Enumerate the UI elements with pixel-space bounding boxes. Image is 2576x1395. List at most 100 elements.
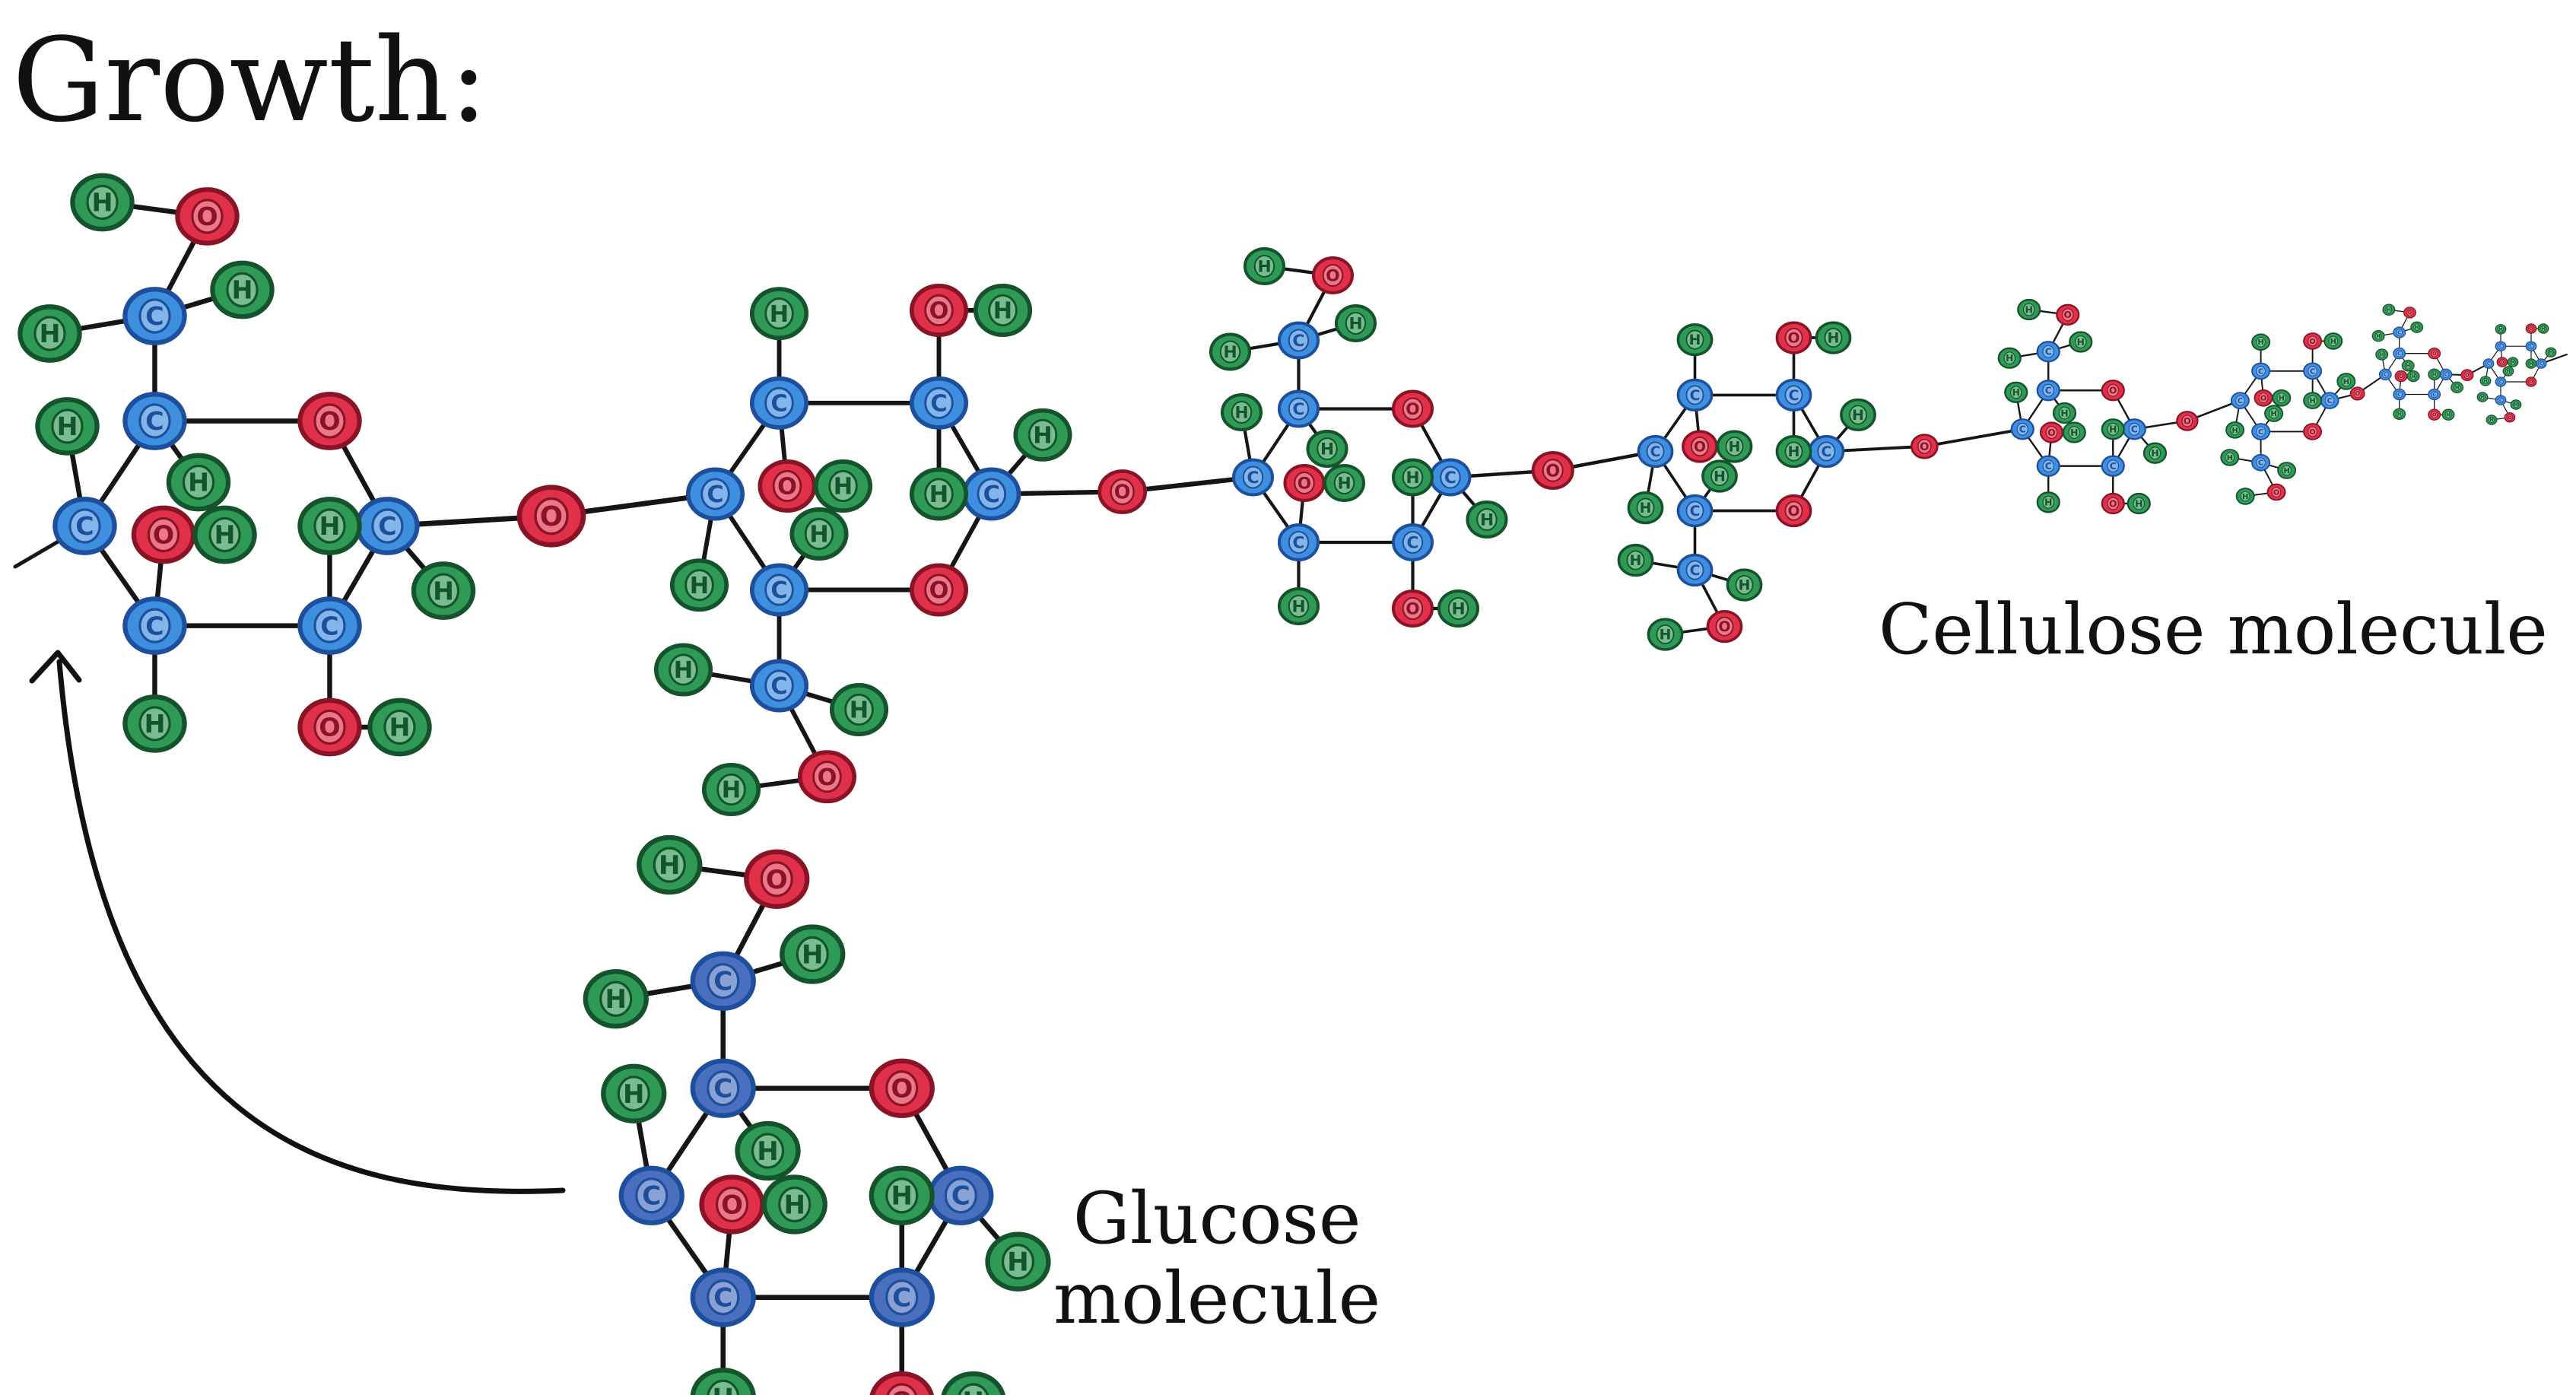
oxygen-atom: O [2504,412,2516,423]
oxygen-atom-symbol: O [2408,310,2412,316]
hydrogen-atom: H [2220,449,2240,466]
hydrogen-atom: H [780,924,846,984]
hydrogen-atom: H [2375,348,2389,361]
hydrogen-atom-symbol: H [2406,363,2410,369]
hydrogen-atom: H [2277,462,2297,479]
hydrogen-atom-symbol: H [1739,578,1751,594]
carbon-atom: C [122,596,187,655]
hydrogen-atom: H [2507,357,2519,367]
oxygen-atom-symbol: O [2530,380,2533,385]
carbon-atom: C [1429,458,1472,497]
hydrogen-atom-symbol: H [1480,511,1494,530]
carbon-atom-symbol: C [2499,399,2502,403]
oxygen-atom-symbol: O [1298,475,1311,494]
carbon-atom-symbol: C [1690,504,1701,520]
oxygen-atom: O [2303,332,2323,350]
hydrogen-atom: H [2272,389,2292,407]
carbon-atom: C [2036,455,2060,477]
carbon-atom-symbol: C [2310,367,2315,376]
hydrogen-atom-symbol: H [2455,385,2460,391]
hydrogen-atom: H [2485,415,2498,425]
oxygen-atom: O [1097,469,1148,514]
carbon-atom-symbol: C [642,1181,661,1212]
oxygen-atom-symbol: O [1326,267,1339,286]
carbon-atom: C [2535,358,2547,369]
oxygen-atom-symbol: O [2064,310,2072,320]
hydrogen-atom: H [869,1165,935,1225]
carbon-atom: C [1676,494,1714,528]
hydrogen-atom-symbol: H [433,576,454,605]
carbon-atom: C [2101,455,2125,477]
hydrogen-atom-symbol: H [690,573,709,599]
hydrogen-atom: H [941,1371,1005,1395]
oxygen-atom: O [1706,609,1743,643]
hydrogen-atom-symbol: H [1337,475,1351,494]
hydrogen-atom-symbol: H [2387,307,2391,313]
carbon-atom-symbol: C [2258,459,2263,468]
carbon-atom-symbol: C [2530,345,2533,349]
oxygen-atom-symbol: O [2355,390,2360,397]
carbon-atom-symbol: C [713,1074,732,1104]
hydrogen-atom: H [2004,381,2028,403]
carbon-atom: C [1676,553,1714,587]
hydrogen-atom-symbol: H [2376,333,2381,339]
carbon-atom: C [2303,362,2323,380]
carbon-atom: C [2482,358,2495,369]
cellulose-molecule-label: Cellulose molecule [1879,589,2548,670]
hydrogen-atom-symbol: H [891,1181,913,1212]
oxygen-atom-symbol: O [1545,461,1560,481]
oxygen-atom: O [1391,589,1434,628]
hydrogen-atom: H [2410,321,2424,333]
oxygen-atom: O [131,505,196,564]
hydrogen-atom: H [701,763,761,816]
carbon-atom: C [2122,418,2146,440]
carbon-atom: C [297,596,362,655]
hydrogen-atom-symbol: H [2343,378,2349,386]
hydrogen-atom: H [1334,304,1377,342]
carbon-atom: C [122,392,187,450]
oxygen-atom-symbol: O [2109,498,2117,509]
carbon-atom-symbol: C [1444,469,1456,488]
hydrogen-atom: H [192,505,257,564]
carbon-atom: C [1277,523,1320,561]
hydrogen-atom-symbol: H [1348,315,1362,334]
hydrogen-atom-symbol: H [1320,440,1334,459]
hydrogen-atom: H [2225,421,2245,439]
hydrogen-atom-symbol: H [214,520,236,550]
oxygen-atom: O [869,1371,934,1395]
carbon-atom-symbol: C [2258,428,2263,437]
oxygen-atom: O [2176,411,2199,431]
oxygen-atom-symbol: O [2530,327,2533,332]
hydrogen-atom-symbol: H [674,657,693,684]
oxygen-atom: O [2394,370,2408,383]
hydrogen-atom: H [297,497,362,555]
hydrogen-atom: H [210,260,275,319]
hydrogen-atom-symbol: H [834,474,853,500]
curved-arrow-icon [56,659,566,1194]
hydrogen-atom-symbol: H [1630,553,1642,569]
hydrogen-atom: H [1323,464,1366,502]
hydrogen-atom-symbol: H [963,1387,984,1395]
oxygen-atom-symbol: O [2273,488,2279,497]
oxygen-atom-symbol: O [891,1074,913,1104]
oxygen-atom: O [869,1058,935,1118]
hydrogen-atom: H [1676,323,1714,357]
hydrogen-atom-symbol: H [2530,362,2533,367]
hydrogen-atom: H [1716,430,1753,463]
carbon-atom-symbol: C [983,481,1000,508]
oxygen-atom: O [2428,408,2441,421]
hydrogen-atom-symbol: H [2070,427,2078,438]
hydrogen-atom: H [2127,492,2151,515]
hydrogen-atom: H [2017,298,2041,321]
oxygen-atom: O [1682,430,1718,463]
oxygen-atom: O [758,459,817,513]
carbon-atom-symbol: C [770,673,787,700]
hydrogen-atom-symbol: H [713,1383,734,1395]
hydrogen-atom-symbol: H [1852,408,1864,424]
hydrogen-atom-symbol: H [2242,493,2248,501]
hydrogen-atom-symbol: H [2542,327,2546,332]
carbon-atom-symbol: C [378,511,396,541]
hydrogen-atom: H [789,507,849,561]
oxygen-atom-symbol: O [540,501,563,532]
carbon-atom-symbol: C [145,301,164,331]
